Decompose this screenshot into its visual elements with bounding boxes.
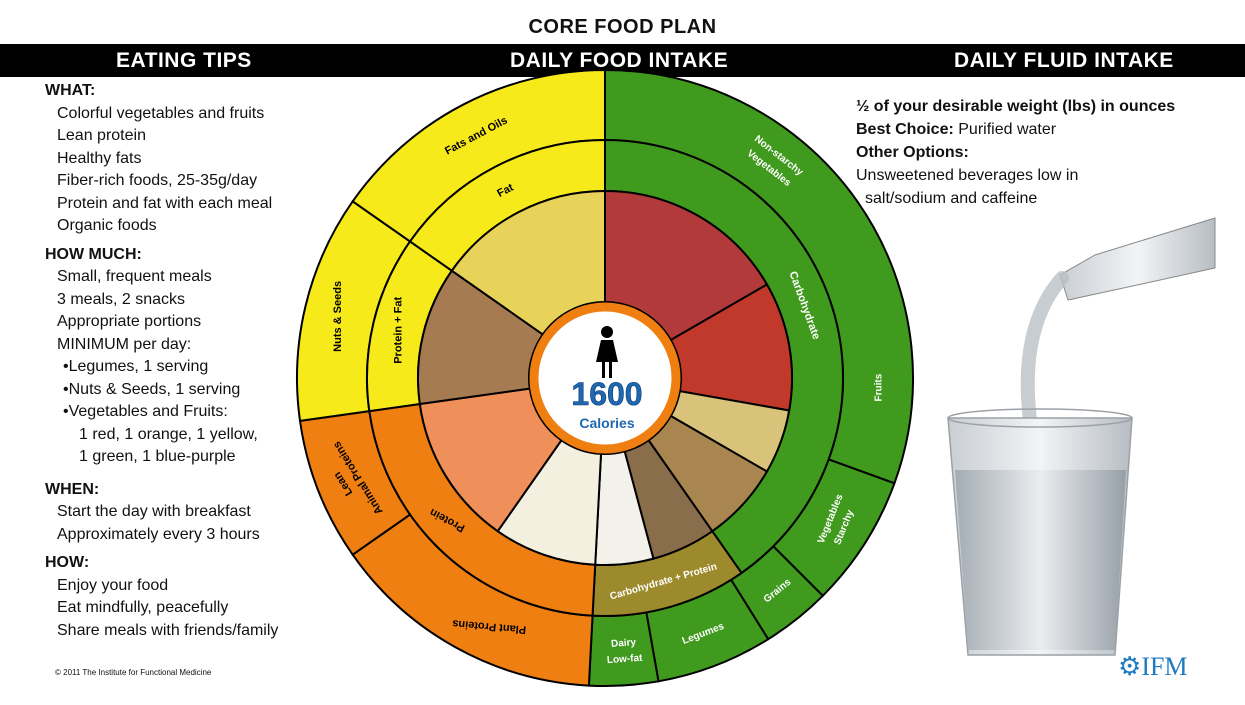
tip-item: 3 meals, 2 snacks — [57, 290, 186, 308]
fluid-best: Best Choice: Purified water — [856, 118, 1236, 141]
minimum-text: Nuts & Seeds, 1 serving — [68, 380, 241, 398]
label-nuts-seeds: Nuts & Seeds — [332, 281, 344, 352]
label-fruits: Fruits — [873, 373, 884, 401]
color-item: 1 red, 1 orange, 1 yellow, — [79, 425, 258, 443]
tip-item: Organic foods — [57, 217, 157, 234]
how-heading: HOW: — [45, 554, 90, 571]
food-nuts-photo — [417, 269, 545, 406]
minimum-item: •Nuts & Seeds, 1 serving — [63, 380, 241, 398]
tip-item: Healthy fats — [57, 149, 142, 167]
fluid-other-2: salt/sodium and caffeine — [865, 190, 1038, 207]
bottle-neck — [1059, 217, 1216, 301]
water-in-glass — [955, 470, 1126, 650]
when-heading: WHEN: — [45, 480, 100, 498]
fluid-amount: ½ of your desirable weight (lbs) in ounc… — [856, 98, 1176, 115]
minimum-item: •Vegetables and Fruits: — [63, 403, 228, 420]
header-eating-tips: EATING TIPS — [116, 49, 252, 72]
fluid-other: Other Options: — [856, 141, 1236, 164]
header-daily-food: DAILY FOOD INTAKE — [510, 49, 729, 72]
glass-rim — [947, 408, 1133, 428]
what-heading: WHAT: — [45, 82, 96, 99]
tip-item: Lean protein — [57, 127, 146, 144]
minimum-text: Legumes, 1 serving — [68, 358, 209, 375]
section-header-bar: EATING TIPS DAILY FOOD INTAKE DAILY FLUI… — [0, 44, 1245, 77]
woman-icon — [596, 326, 618, 378]
tip-item: Share meals with friends/family — [57, 621, 279, 639]
segment-lowfat-dairy — [587, 611, 660, 687]
ifm-logo: ⚙IFM — [1118, 652, 1188, 681]
fluid-panel: ½ of your desirable weight (lbs) in ounc… — [856, 95, 1236, 210]
header-daily-fluid: DAILY FLUID INTAKE — [954, 49, 1174, 72]
tip-item: Fiber-rich foods, 25-35g/day — [57, 172, 258, 189]
label-low-fat: Low-fat — [607, 653, 644, 666]
fluid-other-1: Unsweetened beverages low in — [856, 167, 1079, 184]
how-much-heading: HOW MUCH: — [45, 245, 142, 263]
tip-item: Enjoy your food — [57, 576, 169, 594]
best-value: Purified water — [958, 121, 1057, 138]
ifm-logo-text: IFM — [1141, 652, 1188, 681]
color-item: 1 green, 1 blue-purple — [79, 448, 236, 465]
calories-number: 1600 — [571, 376, 642, 412]
tip-item: Protein and fat with each meal — [57, 194, 273, 212]
tip-item: Eat mindfully, peacefully — [57, 599, 229, 616]
tip-item: MINIMUM per day: — [57, 335, 192, 353]
tip-item: Approximately every 3 hours — [57, 525, 260, 543]
other-label: Other Options: — [856, 144, 969, 161]
label-protein-fat: Protein + Fat — [392, 297, 404, 364]
calories-label: Calories — [579, 415, 634, 431]
page-title: CORE FOOD PLAN — [528, 16, 717, 38]
fluid-line: ½ of your desirable weight (lbs) in ounc… — [856, 95, 1236, 118]
food-olive-oil-photo — [450, 189, 606, 336]
tip-item: Appropriate portions — [57, 313, 202, 330]
food-salmon-photo — [418, 387, 563, 533]
label-dairy: Dairy — [611, 637, 637, 650]
food-vegetables-photo — [604, 189, 769, 342]
tip-item: Start the day with breakfast — [57, 503, 251, 520]
minimum-text: Vegetables and Fruits: — [68, 403, 228, 420]
best-label: Best Choice: — [856, 121, 954, 138]
copyright: © 2011 The Institute for Functional Medi… — [55, 668, 212, 677]
minimum-item: •Legumes, 1 serving — [63, 358, 209, 375]
eating-tips-panel: WHAT: Colorful vegetables and fruits Lea… — [45, 80, 345, 642]
tip-item: Colorful vegetables and fruits — [57, 104, 265, 122]
tip-item: Small, frequent meals — [57, 268, 212, 285]
